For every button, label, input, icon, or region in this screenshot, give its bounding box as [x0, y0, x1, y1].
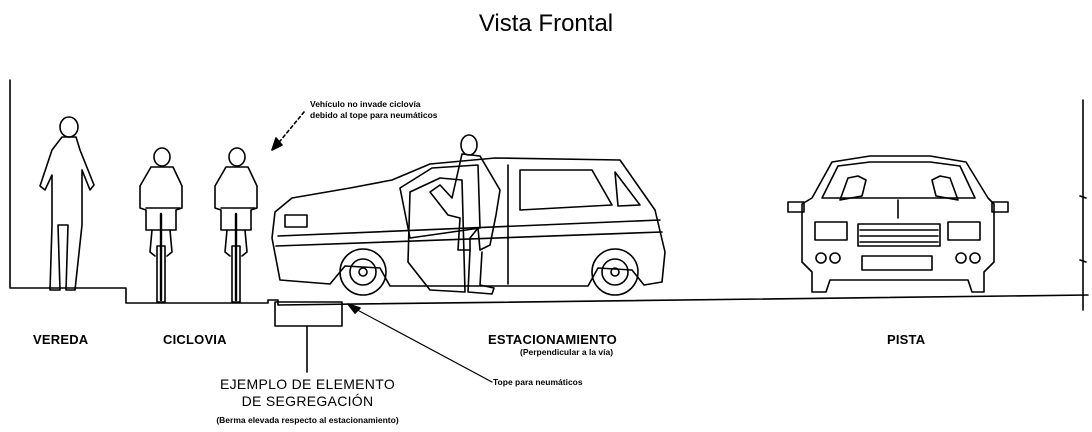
vehicle-note-arrow: [275, 111, 305, 147]
segregation-element: [274, 301, 343, 327]
vehicle-note-line-1: Vehículo no invade ciclovía: [310, 99, 421, 109]
diagram-title: Vista Frontal: [478, 10, 614, 37]
cyclist-figure-1: [139, 147, 183, 303]
tope-leader-line: [349, 305, 493, 383]
zone-label-ciclovia: CICLOVIA: [163, 332, 227, 347]
driver-figure: [429, 134, 501, 295]
segregation-label-line-2: DE SEGREGACIÓN: [241, 393, 374, 409]
segregation-label-line-1: EJEMPLO DE ELEMENTO: [219, 376, 396, 392]
parked-car-side-view: [271, 157, 666, 296]
zone-label-pista: PISTA: [887, 332, 926, 347]
zone-label-vereda: VEREDA: [33, 332, 89, 347]
pedestrian-figure: [39, 116, 95, 291]
tope-label: Tope para neumáticos: [493, 377, 583, 387]
segregation-note: (Berma elevada respecto al estacionamien…: [216, 415, 399, 425]
zone-label-estacionamiento: ESTACIONAMIENTO: [488, 332, 617, 347]
zone-note-estacionamiento: (Perpendicular a la vía): [520, 347, 614, 357]
car-front-view: [787, 155, 1009, 293]
ground-line: [9, 79, 1089, 306]
vehicle-note-line-2: debido al tope para neumáticos: [310, 110, 438, 120]
cyclist-figure-2: [214, 147, 258, 303]
